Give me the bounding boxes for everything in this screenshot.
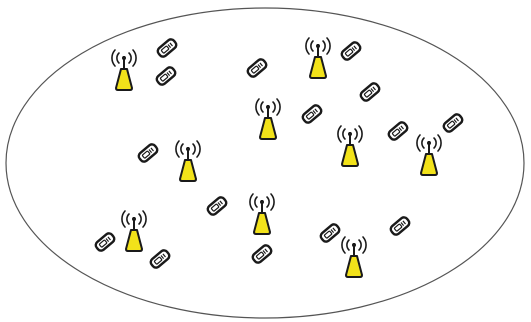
coverage-area-ellipse [5,7,525,319]
